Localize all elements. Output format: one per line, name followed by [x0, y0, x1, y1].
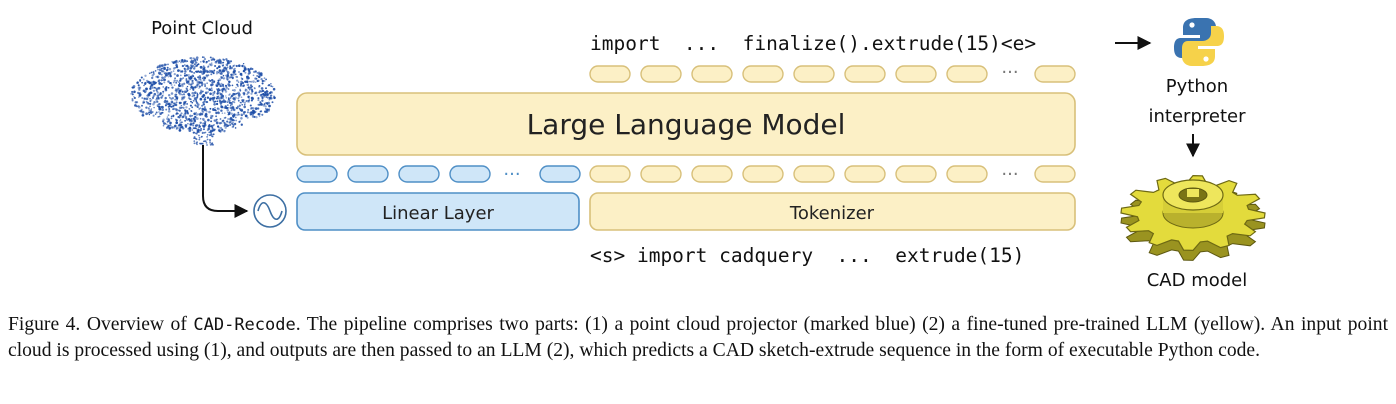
output-token-row — [589, 65, 1076, 83]
projector-token-ellipsis: ··· — [503, 164, 520, 185]
llm-label: Large Language Model — [527, 108, 846, 141]
output-token — [1034, 65, 1076, 83]
text-token — [691, 165, 733, 183]
text-token — [742, 165, 784, 183]
caption-body: . The pipeline comprises two parts: (1) … — [8, 314, 1389, 361]
input-code: <s> import cadquery ... extrude(15) — [590, 244, 1024, 267]
projector-token — [449, 165, 491, 183]
python-label: Python — [1166, 76, 1228, 97]
text-token — [589, 165, 631, 183]
output-token — [895, 65, 937, 83]
caption-method-name: CAD-Recode — [193, 315, 296, 335]
output-token — [640, 65, 682, 83]
text-token — [946, 165, 988, 183]
interpreter-label: interpreter — [1149, 106, 1247, 127]
text-token — [844, 165, 886, 183]
point-cloud-label: Point Cloud — [151, 18, 253, 39]
output-token-ellipsis: ··· — [1001, 62, 1018, 83]
linear-layer-label: Linear Layer — [382, 203, 494, 224]
point-cloud-icon — [130, 56, 276, 146]
text-token — [640, 165, 682, 183]
text-token — [793, 165, 835, 183]
figure-caption: Figure 4. Overview of CAD-Recode. The pi… — [8, 312, 1388, 363]
output-token — [844, 65, 886, 83]
tokenizer-block — [589, 192, 1076, 231]
python-logo-icon — [1174, 18, 1224, 66]
output-token — [691, 65, 733, 83]
projector-token — [398, 165, 440, 183]
text-token — [1034, 165, 1076, 183]
output-token — [793, 65, 835, 83]
output-code: import ... finalize().extrude(15)<e> — [590, 32, 1036, 55]
projector-token — [347, 165, 389, 183]
output-token — [589, 65, 631, 83]
linear-layer-block — [296, 192, 580, 231]
text-token-ellipsis: ··· — [1001, 164, 1018, 185]
caption-figure-number: Figure 4. — [8, 314, 81, 335]
pipeline-diagram: Point Cloud ··· import ... finalize().ex… — [130, 18, 1266, 291]
cad-model-label: CAD model — [1147, 270, 1248, 291]
caption-intro: Overview of — [80, 314, 194, 335]
llm-block — [296, 92, 1076, 156]
cloud-to-projector-arrow — [202, 145, 249, 218]
tokenizer-label: Tokenizer — [789, 203, 875, 224]
sine-icon — [253, 194, 287, 228]
cad-gear-icon — [1120, 174, 1266, 261]
text-token — [895, 165, 937, 183]
projector-token — [296, 165, 338, 183]
output-token — [742, 65, 784, 83]
input-token-row — [296, 165, 1076, 183]
output-token — [946, 65, 988, 83]
projector-token — [539, 165, 581, 183]
